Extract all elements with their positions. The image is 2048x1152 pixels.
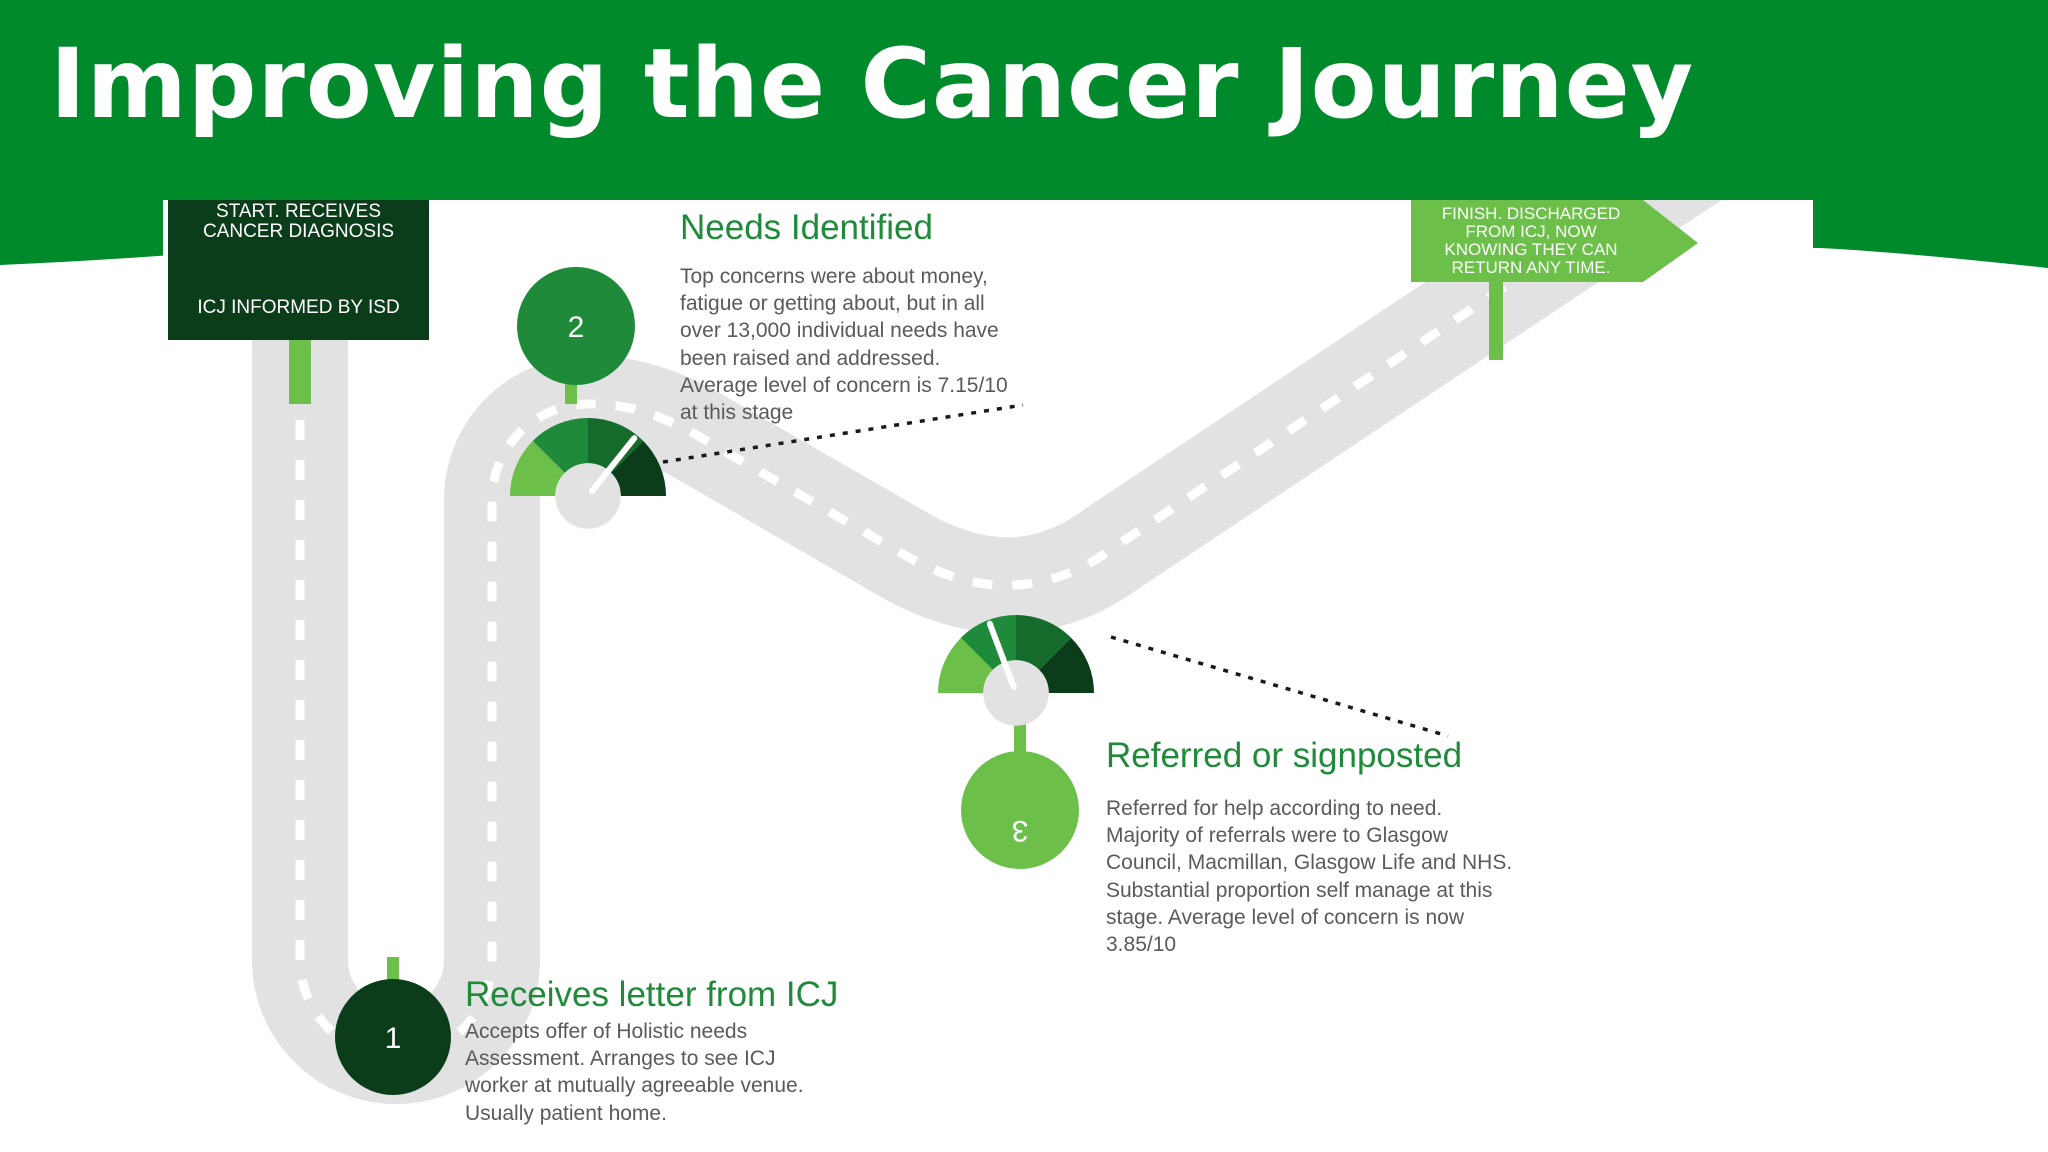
- finish-sign-label: FINISH. DISCHARGED FROM ICJ, NOW KNOWING…: [1411, 205, 1651, 276]
- step-2-description-line: fatigue or getting about, but in all: [680, 292, 985, 316]
- gauge-segment: [588, 418, 644, 473]
- step-2-description: Top concerns were about money, fatigue o…: [680, 263, 1008, 426]
- step-2-description-line: Average level of concern is 7.15/10: [680, 373, 1008, 397]
- slide-title: Improving the Cancer Journey: [50, 28, 1695, 140]
- gauge-segment: [1039, 637, 1094, 693]
- step-2-title: Needs Identified: [680, 208, 933, 247]
- start-sign-line-3: ICJ INFORMED BY ISD: [197, 296, 400, 318]
- step-3-number: 3: [1012, 814, 1029, 847]
- gauge-hub: [983, 660, 1049, 726]
- step-1-description-line: Assessment. Arranges to see ICJ: [465, 1047, 776, 1071]
- start-sign-label: START. RECEIVES CANCER DIAGNOSIS ICJ INF…: [168, 200, 429, 340]
- start-sign-post: [289, 340, 311, 404]
- step-2-callout-line: [662, 403, 1024, 464]
- gauge-hub: [555, 463, 621, 529]
- start-sign-line-1: START. RECEIVES: [215, 201, 382, 222]
- step-2-concern-gauge: [510, 418, 666, 529]
- step-3-description-line: Substantial proportion self manage at th…: [1106, 878, 1493, 902]
- gauge-needle: [986, 620, 1017, 690]
- step-3-description-line: Referred for help according to need.: [1106, 797, 1443, 820]
- step-1-description-line: Accepts offer of Holistic needs: [465, 1020, 748, 1043]
- step-1-number: 1: [385, 1022, 402, 1055]
- step-2-description-line: Top concerns were about money,: [680, 265, 988, 288]
- gauge-segment: [611, 440, 666, 496]
- step-3-node: [961, 751, 1079, 869]
- start-sign-line-2: CANCER DIAGNOSIS: [202, 220, 395, 242]
- step-1-node: [335, 979, 451, 1095]
- finish-sign-line-1: FINISH. DISCHARGED: [1441, 204, 1621, 223]
- journey-infographic: 1 2 3 START. RECEIVES CANCER DIAGNOSIS I…: [163, 200, 1813, 1152]
- step-2-description-line: over 13,000 individual needs have: [680, 319, 999, 343]
- step-1-description: Accepts offer of Holistic needs Assessme…: [465, 1018, 804, 1127]
- gauge-segment: [532, 418, 588, 473]
- step-3-concern-gauge: [938, 615, 1094, 726]
- finish-sign-post: [1489, 275, 1503, 360]
- step-2-description-line: been raised and addressed.: [680, 346, 941, 370]
- step-2-node: [517, 267, 635, 385]
- step-2-description-line: at this stage: [680, 401, 794, 425]
- gauge-segment: [938, 637, 993, 693]
- step-3-description-line: Council, Macmillan, Glasgow Life and NHS…: [1106, 851, 1513, 875]
- step-1-description-line: worker at mutually agreeable venue.: [465, 1074, 804, 1098]
- step-3-callout-line: [1110, 635, 1449, 738]
- gauge-segment: [1016, 615, 1072, 670]
- step-3-description-line: 3.85/10: [1106, 933, 1177, 957]
- step-3-title: Referred or signposted: [1106, 736, 1463, 775]
- step-3-description-line: stage. Average level of concern is now: [1106, 905, 1464, 929]
- step-1-title: Receives letter from ICJ: [465, 975, 839, 1014]
- road-diagram: 1 2 3: [168, 200, 1722, 1104]
- step-2-number: 2: [568, 311, 585, 344]
- step-3-description-line: Majority of referrals were to Glasgow: [1106, 824, 1448, 848]
- step-1-description-line: Usually patient home.: [465, 1101, 667, 1125]
- finish-sign: [1411, 200, 1698, 282]
- finish-sign-line-3: KNOWING THEY CAN: [1444, 239, 1618, 259]
- gauge-needle: [589, 435, 638, 494]
- finish-sign-line-4: RETURN ANY TIME.: [1451, 257, 1611, 277]
- step-3-description: Referred for help according to need. Maj…: [1106, 795, 1512, 958]
- start-sign: [168, 200, 429, 340]
- finish-sign-line-2: FROM ICJ, NOW: [1465, 221, 1597, 241]
- gauge-segment: [510, 440, 565, 496]
